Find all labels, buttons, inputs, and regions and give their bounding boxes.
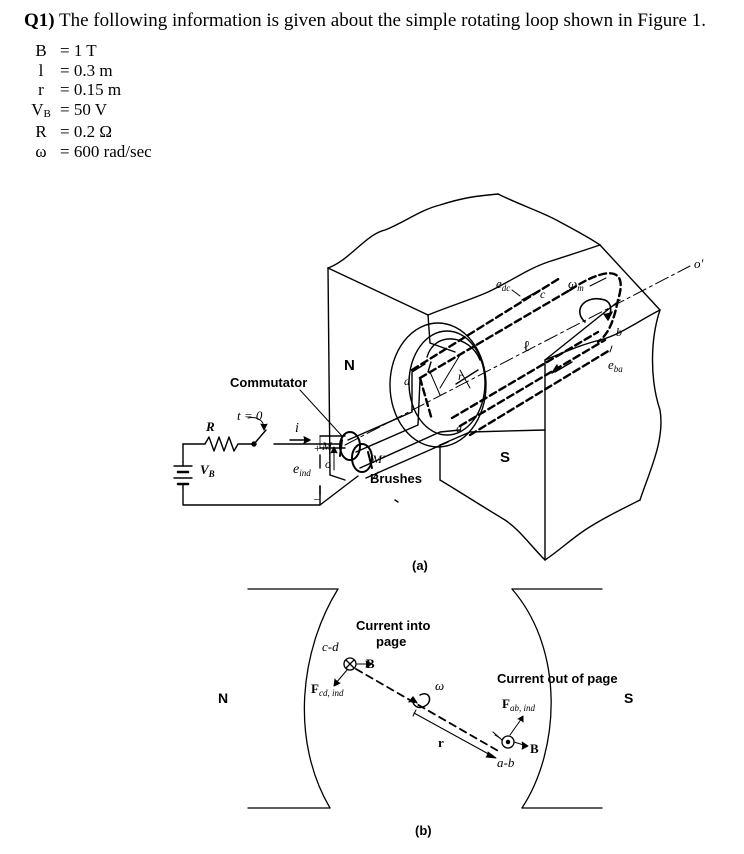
- external-circuit: [173, 417, 359, 506]
- param-row: ω = 600 rad/sec: [22, 141, 152, 162]
- cd-label: c-d: [322, 639, 339, 654]
- force-cd-label: Fcd, ind: [311, 681, 344, 698]
- field-b-label-1: B: [366, 656, 375, 671]
- length-l-label: ℓ: [523, 339, 530, 355]
- fig-a-north-label: N: [344, 357, 355, 374]
- point-d-label: d: [404, 374, 411, 388]
- current-into-label-2: page: [376, 634, 406, 649]
- fig-a-south-label: S: [500, 449, 510, 466]
- param-symbol: l: [38, 60, 44, 80]
- param-value: = 0.3 m: [60, 60, 113, 80]
- param-value: = 1 T: [60, 41, 97, 60]
- param-symbol-main: V: [31, 99, 44, 119]
- north-pole-block: [327, 193, 601, 503]
- field-b-label-2: B: [530, 741, 539, 756]
- radius-arrow: [412, 709, 497, 759]
- param-row: R = 0.2 Ω: [22, 122, 152, 142]
- plus-sign: +: [314, 441, 321, 455]
- current-label: i: [295, 421, 299, 436]
- param-symbol-sub: B: [43, 107, 51, 120]
- force-ab-sub: ab, ind: [510, 703, 536, 713]
- eind-label-sub: ind: [299, 468, 311, 478]
- omega-arrow: [408, 693, 431, 709]
- battery-label-sub: B: [208, 469, 215, 479]
- eind-label-main: e: [293, 462, 299, 477]
- commutator-label: Commutator: [230, 375, 307, 390]
- point-b-label: b: [616, 325, 622, 339]
- commutator-rings: [339, 431, 373, 473]
- omega-m-label: ωm: [568, 276, 584, 293]
- param-symbol: B: [35, 41, 47, 60]
- question-heading: Q1) The following information is given a…: [24, 10, 706, 32]
- param-value: = 50 V: [60, 99, 108, 119]
- south-pole-block: [439, 244, 662, 561]
- force-cd-main: F: [311, 681, 319, 696]
- force-ab-main: F: [502, 696, 510, 711]
- fig-b-caption: (b): [415, 823, 432, 838]
- resistor-label: R: [205, 419, 215, 434]
- eba-label-main: e: [608, 357, 614, 372]
- param-value: = 0.2 Ω: [60, 122, 112, 141]
- omega-m-label-sub: m: [577, 283, 584, 293]
- param-value: = 0.15 m: [60, 80, 122, 99]
- param-symbol: ω: [35, 141, 47, 161]
- switch-time-label: t = 0: [237, 408, 263, 423]
- force-cd-sub: cd, ind: [319, 688, 344, 698]
- force-ab-label: Fab, ind: [502, 696, 535, 713]
- fig-a-caption: (a): [412, 558, 428, 573]
- brush-m-label: M: [321, 439, 333, 453]
- battery-label-main: V: [200, 462, 210, 477]
- figure-b: [247, 588, 603, 809]
- battery-label: VB: [200, 462, 215, 479]
- edc-label-main: e: [496, 276, 502, 291]
- loop-plane-line: [355, 668, 501, 753]
- edc-label-sub: dc: [502, 283, 511, 293]
- axis-oprime-label: o′: [694, 256, 704, 271]
- omega-label: ω: [435, 678, 444, 693]
- loop-arrows: [427, 277, 613, 396]
- param-symbol: VB: [22, 100, 60, 123]
- omega-m-label-main: ω: [568, 276, 577, 291]
- south-pole-face: [511, 588, 552, 809]
- fig-b-north-label: N: [218, 690, 228, 706]
- parameter-list: B= 1 T l= 0.3 m r= 0.15 m VB= 50 V R= 0.…: [22, 41, 152, 161]
- brush-mprime-label: M′: [371, 452, 385, 466]
- figure-a: [173, 193, 691, 561]
- conductor-cd: [333, 657, 373, 687]
- param-value: = 600 rad/sec: [60, 141, 152, 161]
- param-row: r = 0.15 m: [22, 80, 152, 100]
- eind-label: eind: [293, 462, 311, 478]
- current-into-label-1: Current into: [356, 618, 430, 633]
- fig-b-south-label: S: [624, 690, 633, 706]
- brushes-leader: [371, 471, 379, 481]
- point-a-label: a: [456, 421, 462, 435]
- rotation-axis: [344, 265, 691, 446]
- current-out-label: Current out of page: [497, 671, 618, 686]
- point-c-label: c: [540, 287, 546, 301]
- axis-o-label: o: [325, 457, 331, 471]
- minus-sign: –: [313, 491, 321, 505]
- brushes-label: Brushes: [370, 471, 422, 486]
- param-symbol: R: [35, 122, 47, 141]
- question-number: Q1): [24, 10, 55, 31]
- eba-label: eba: [608, 357, 623, 374]
- param-row: B = 1 T: [22, 41, 152, 61]
- question-text: The following information is given about…: [54, 10, 706, 31]
- param-row: VB= 50 V: [22, 100, 152, 123]
- radius-r-label-b: r: [438, 735, 444, 750]
- commutator-leader: [299, 389, 343, 437]
- edc-label: edc: [496, 276, 510, 293]
- ab-label: a-b: [497, 755, 515, 770]
- north-pole-face: [303, 588, 339, 809]
- conductor-ab: [492, 715, 529, 750]
- rotating-loop: [410, 272, 622, 437]
- eba-label-sub: ba: [614, 364, 624, 374]
- shaft-conductors: [347, 363, 461, 479]
- param-row: l = 0.3 m: [22, 61, 152, 81]
- param-symbol: r: [38, 80, 44, 99]
- radius-r-label: r: [458, 369, 463, 383]
